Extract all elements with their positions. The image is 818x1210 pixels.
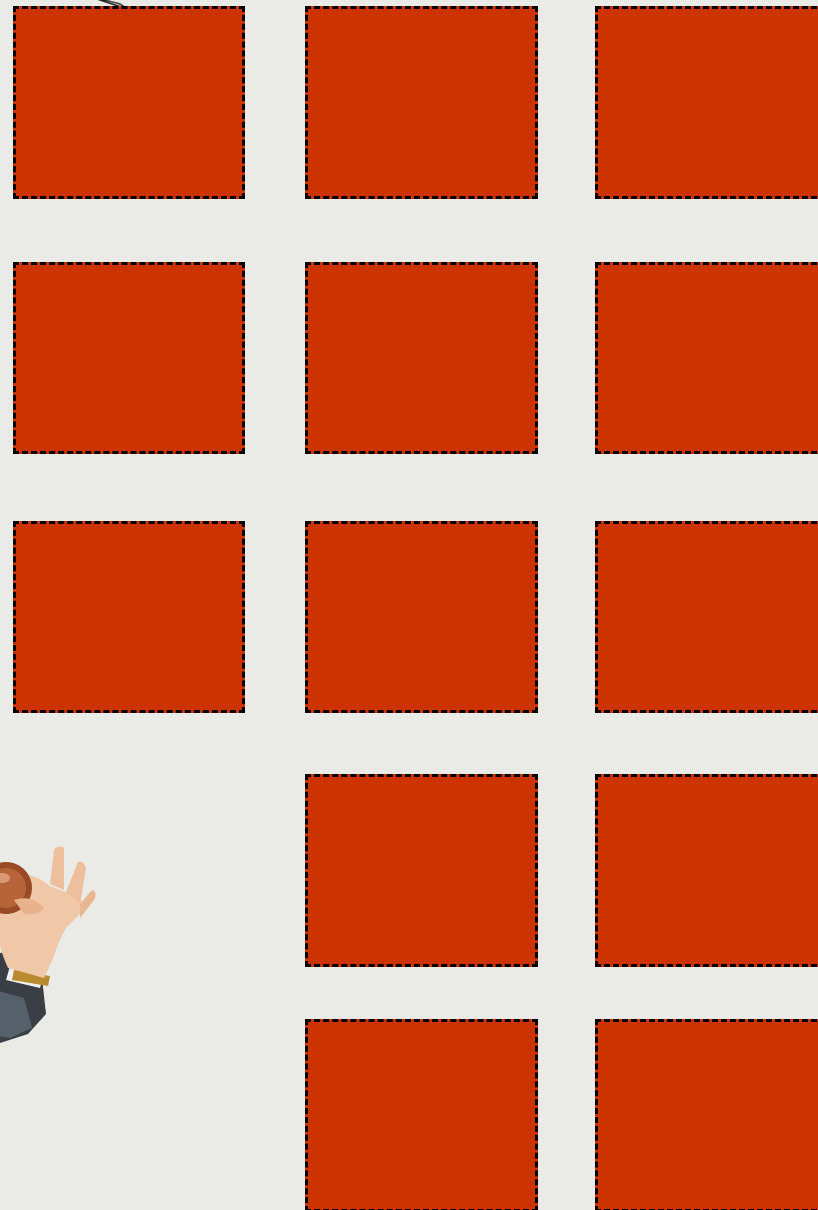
tile-r0-c2[interactable]: [595, 6, 818, 199]
tile-r2-c2[interactable]: [595, 521, 818, 713]
tile-r4-c1[interactable]: [305, 1019, 538, 1210]
tile-r3-c1[interactable]: [305, 774, 538, 967]
tile-r0-c0[interactable]: [13, 6, 245, 199]
tile-r1-c2[interactable]: [595, 262, 818, 454]
tile-r1-c1[interactable]: [305, 262, 538, 454]
tile-r2-c1[interactable]: [305, 521, 538, 713]
tile-r0-c1[interactable]: [305, 6, 538, 199]
tile-r3-c2[interactable]: [595, 774, 818, 967]
hand-holding-coin-image: [0, 838, 105, 1053]
tile-r2-c0[interactable]: [13, 521, 245, 713]
tile-r4-c2[interactable]: [595, 1019, 818, 1210]
tile-r1-c0[interactable]: [13, 262, 245, 454]
